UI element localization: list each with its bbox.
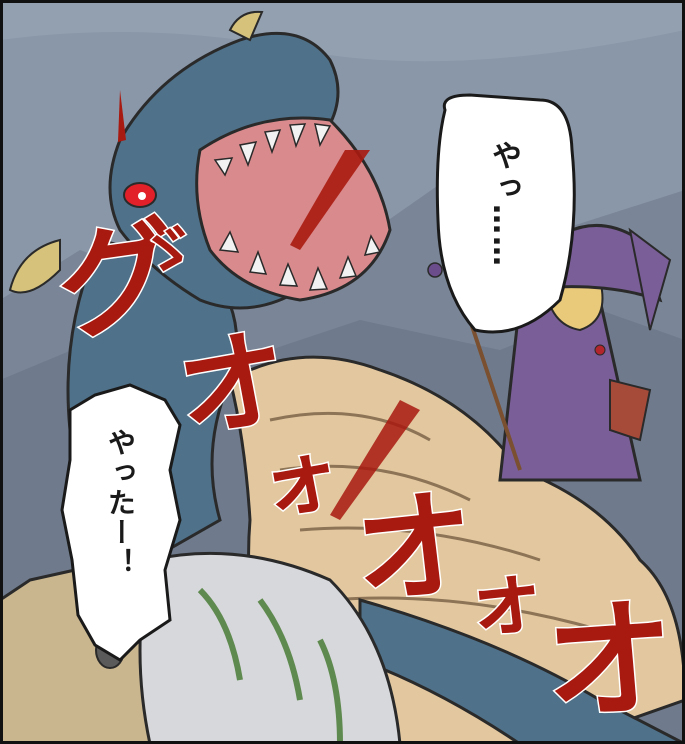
dragon-horn — [228, 10, 264, 42]
witch — [427, 224, 672, 482]
sfx-o-4: ォ — [459, 548, 551, 652]
witch-book — [609, 378, 652, 442]
witch-staff — [468, 319, 522, 471]
sfx-o-2: ォ — [251, 425, 349, 533]
dragon-tail — [358, 598, 685, 744]
knight-speech-bubble — [60, 383, 182, 662]
dragon-teeth — [213, 123, 382, 291]
sfx-o-3: オ — [347, 473, 484, 627]
sfx-dakuten: ゞ — [132, 212, 204, 293]
dragon-horn-side — [8, 238, 61, 294]
witch-speech-bubble — [435, 93, 576, 334]
sfx-o-5: オ — [538, 579, 681, 743]
sfx-o-1: オ — [166, 311, 300, 459]
cloud-band — [0, 0, 685, 62]
knight-speech-text: やったー！ — [104, 428, 137, 578]
witch-speech-text: やっ…… — [486, 140, 521, 268]
